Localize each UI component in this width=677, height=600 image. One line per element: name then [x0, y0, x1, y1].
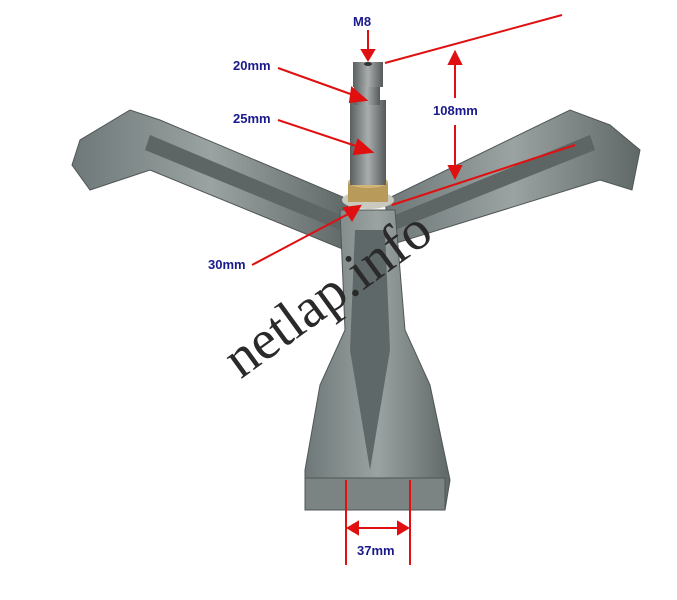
annotation-lines [251, 14, 576, 565]
lower-arm [304, 209, 451, 511]
label-25mm: 25mm [233, 111, 271, 126]
shaft [342, 62, 394, 209]
label-20mm: 20mm [233, 58, 271, 73]
right-arm [384, 109, 641, 246]
label-108mm: 108mm [433, 103, 478, 118]
label-37mm: 37mm [357, 543, 395, 558]
label-m8: M8 [353, 14, 372, 29]
left-arm [71, 109, 351, 251]
label-30mm: 30mm [208, 257, 246, 272]
